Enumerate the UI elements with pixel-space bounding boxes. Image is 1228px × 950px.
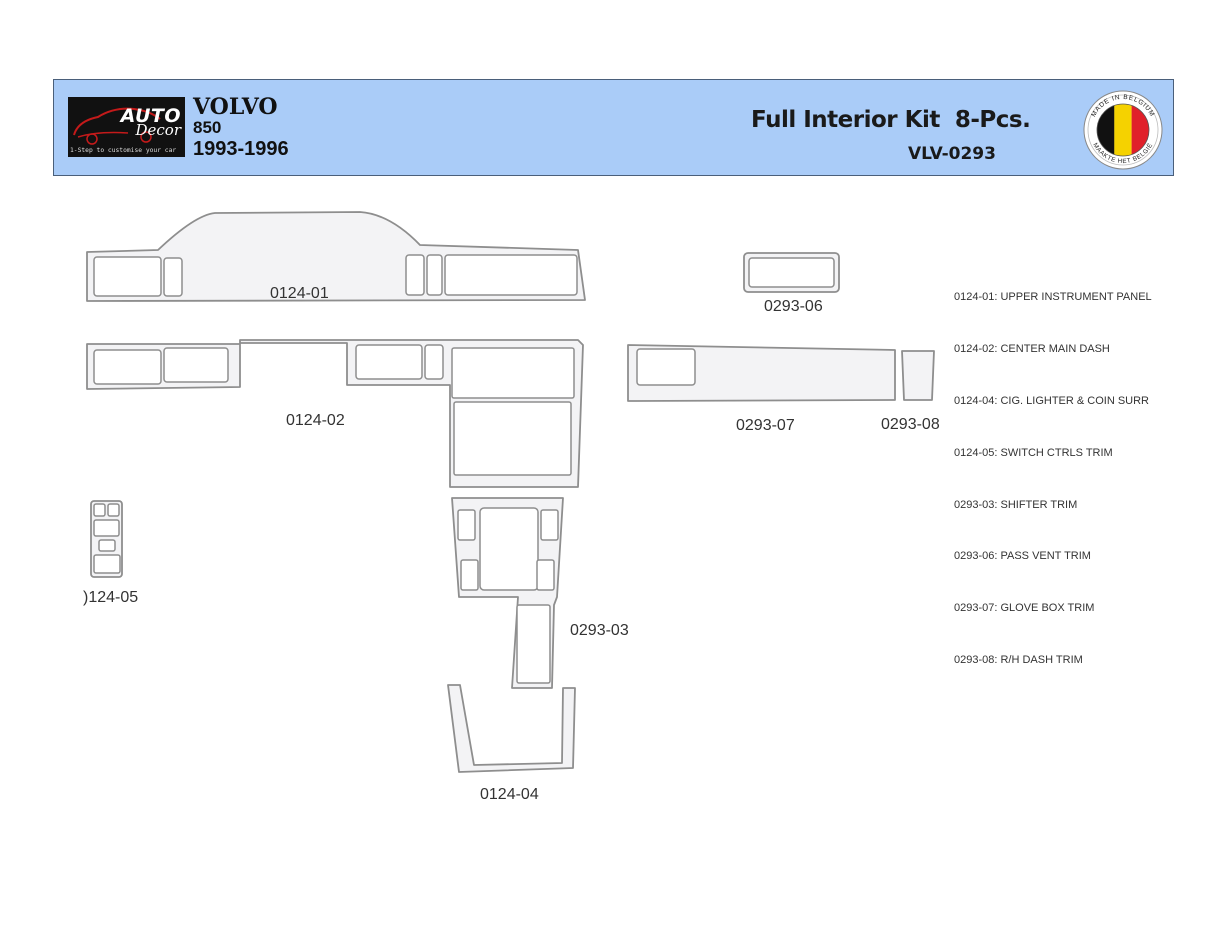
logo-wordmark: AUTO Decor xyxy=(68,105,185,139)
label-0293-06: 0293-06 xyxy=(764,298,823,315)
legend-item: 0124-01: UPPER INSTRUMENT PANEL xyxy=(954,291,1152,303)
legend-item: 0293-08: R/H DASH TRIM xyxy=(954,654,1083,666)
label-0293-08: 0293-08 xyxy=(881,416,940,433)
part-0124-04-shape xyxy=(447,684,576,773)
logo-word-decor: Decor xyxy=(135,121,181,139)
car-silhouette-icon xyxy=(73,107,161,145)
label-0124-02: 0124-02 xyxy=(286,412,345,429)
autodecor-logo: AUTO Decor 1-Step to customise your car xyxy=(68,97,185,157)
vehicle-model: 850 xyxy=(193,118,222,137)
label-0293-03: 0293-03 xyxy=(570,622,629,639)
vehicle-info: VOLVO 850 1993-1996 xyxy=(193,95,289,161)
legend-item: 0293-07: GLOVE BOX TRIM xyxy=(954,602,1095,614)
legend-item: 0124-02: CENTER MAIN DASH xyxy=(954,343,1110,355)
made-in-belgium-badge: MADE IN BELGIUM MAAKTE HET BELGIË xyxy=(1083,90,1163,170)
label-0124-01: 0124-01 xyxy=(270,285,329,302)
legend-item: 0124-05: SWITCH CTRLS TRIM xyxy=(954,447,1113,459)
label-0293-07: 0293-07 xyxy=(736,417,795,434)
logo-word-auto: AUTO xyxy=(120,105,181,127)
label-0124-05: )124-05 xyxy=(83,589,139,606)
legend-item: 0293-03: SHIFTER TRIM xyxy=(954,499,1078,511)
kit-code: VLV-0293 xyxy=(908,144,996,164)
header-banner: AUTO Decor 1-Step to customise your car … xyxy=(53,79,1174,176)
logo-tagline: 1-Step to customise your car xyxy=(70,147,177,154)
vehicle-years: 1993-1996 xyxy=(193,138,289,160)
legend-item: 0124-04: CIG. LIGHTER & COIN SURR xyxy=(954,395,1149,407)
part-0293-08-shape xyxy=(901,350,935,401)
belgian-flag-icon xyxy=(1097,104,1149,156)
label-0124-04: 0124-04 xyxy=(480,786,539,803)
vehicle-make: VOLVO xyxy=(193,94,278,120)
legend-item: 0293-06: PASS VENT TRIM xyxy=(954,550,1091,562)
kit-title: Full Interior Kit 8-Pcs. xyxy=(751,107,1031,133)
